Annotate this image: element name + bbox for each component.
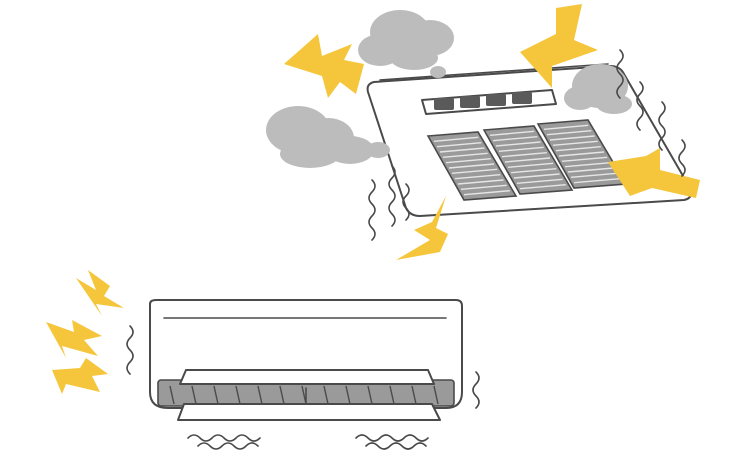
vibration-line-icon [126,325,480,450]
grille-line [457,179,504,185]
cassette-top-vent-slots [434,92,532,110]
grille-line [489,130,535,137]
louver-slat [345,385,351,405]
louver-slat [279,385,285,405]
smoke-cloud-icon [266,106,390,168]
wall-mounted-unit [149,299,463,421]
wall-unit-upper-flap [179,369,435,385]
lightning-bolt-icon [608,148,700,198]
grille-line [510,167,557,174]
grille-line [570,172,617,179]
cassette-top-edge [379,63,609,81]
louver-slat [411,385,417,405]
grille-line [445,157,491,164]
smoke-cloud-icon [358,10,454,78]
wall-unit-louver-slats [169,385,439,405]
grille-line [561,156,608,163]
lightning-bolt-icon [520,4,598,88]
grille-line [564,161,611,168]
grille-line [543,124,589,131]
grille-line [555,145,601,152]
grille-line [519,183,566,190]
lightning-bolt-icon [76,270,124,316]
lightning-bolt-icon [284,34,364,98]
louver-slat [433,385,439,405]
grille-line [498,146,544,153]
grille-line [501,151,547,158]
louver-slat [257,385,263,405]
grille-line [549,135,595,141]
grille-line [558,151,605,157]
louver-slat [213,385,219,405]
lightning-bolt-icon [396,196,448,260]
grille-line [513,173,560,179]
grille-line [448,163,495,169]
grille-line [495,141,541,147]
louver-slat [367,385,373,405]
grille-line [516,178,563,185]
grille-line [504,157,551,163]
grille-line [460,184,507,191]
grille-line [567,167,614,173]
grille-line [507,162,554,169]
grille-line [463,189,510,196]
louver-slat [235,385,241,405]
louver-slat [191,385,197,405]
grille-line [442,152,488,159]
grille-line [454,173,501,180]
grille-line [546,129,592,136]
grille-line [552,140,598,147]
vibration-line-icon [368,49,686,241]
lightning-bolt-icon [52,358,108,394]
smoke-cloud-icon [564,64,632,114]
grille-line [451,168,498,175]
grille-line [433,136,479,143]
cassette-grille-lines [433,124,620,196]
grille-line [573,177,620,184]
grille-line [492,135,538,142]
grille-line [436,141,482,148]
louver-slat [169,385,175,405]
louver-slat [323,385,329,405]
wall-unit-bottom-flap [177,403,441,421]
lightning-bolt-icon [46,320,102,358]
louver-slat [389,385,395,405]
grille-line [439,147,485,153]
